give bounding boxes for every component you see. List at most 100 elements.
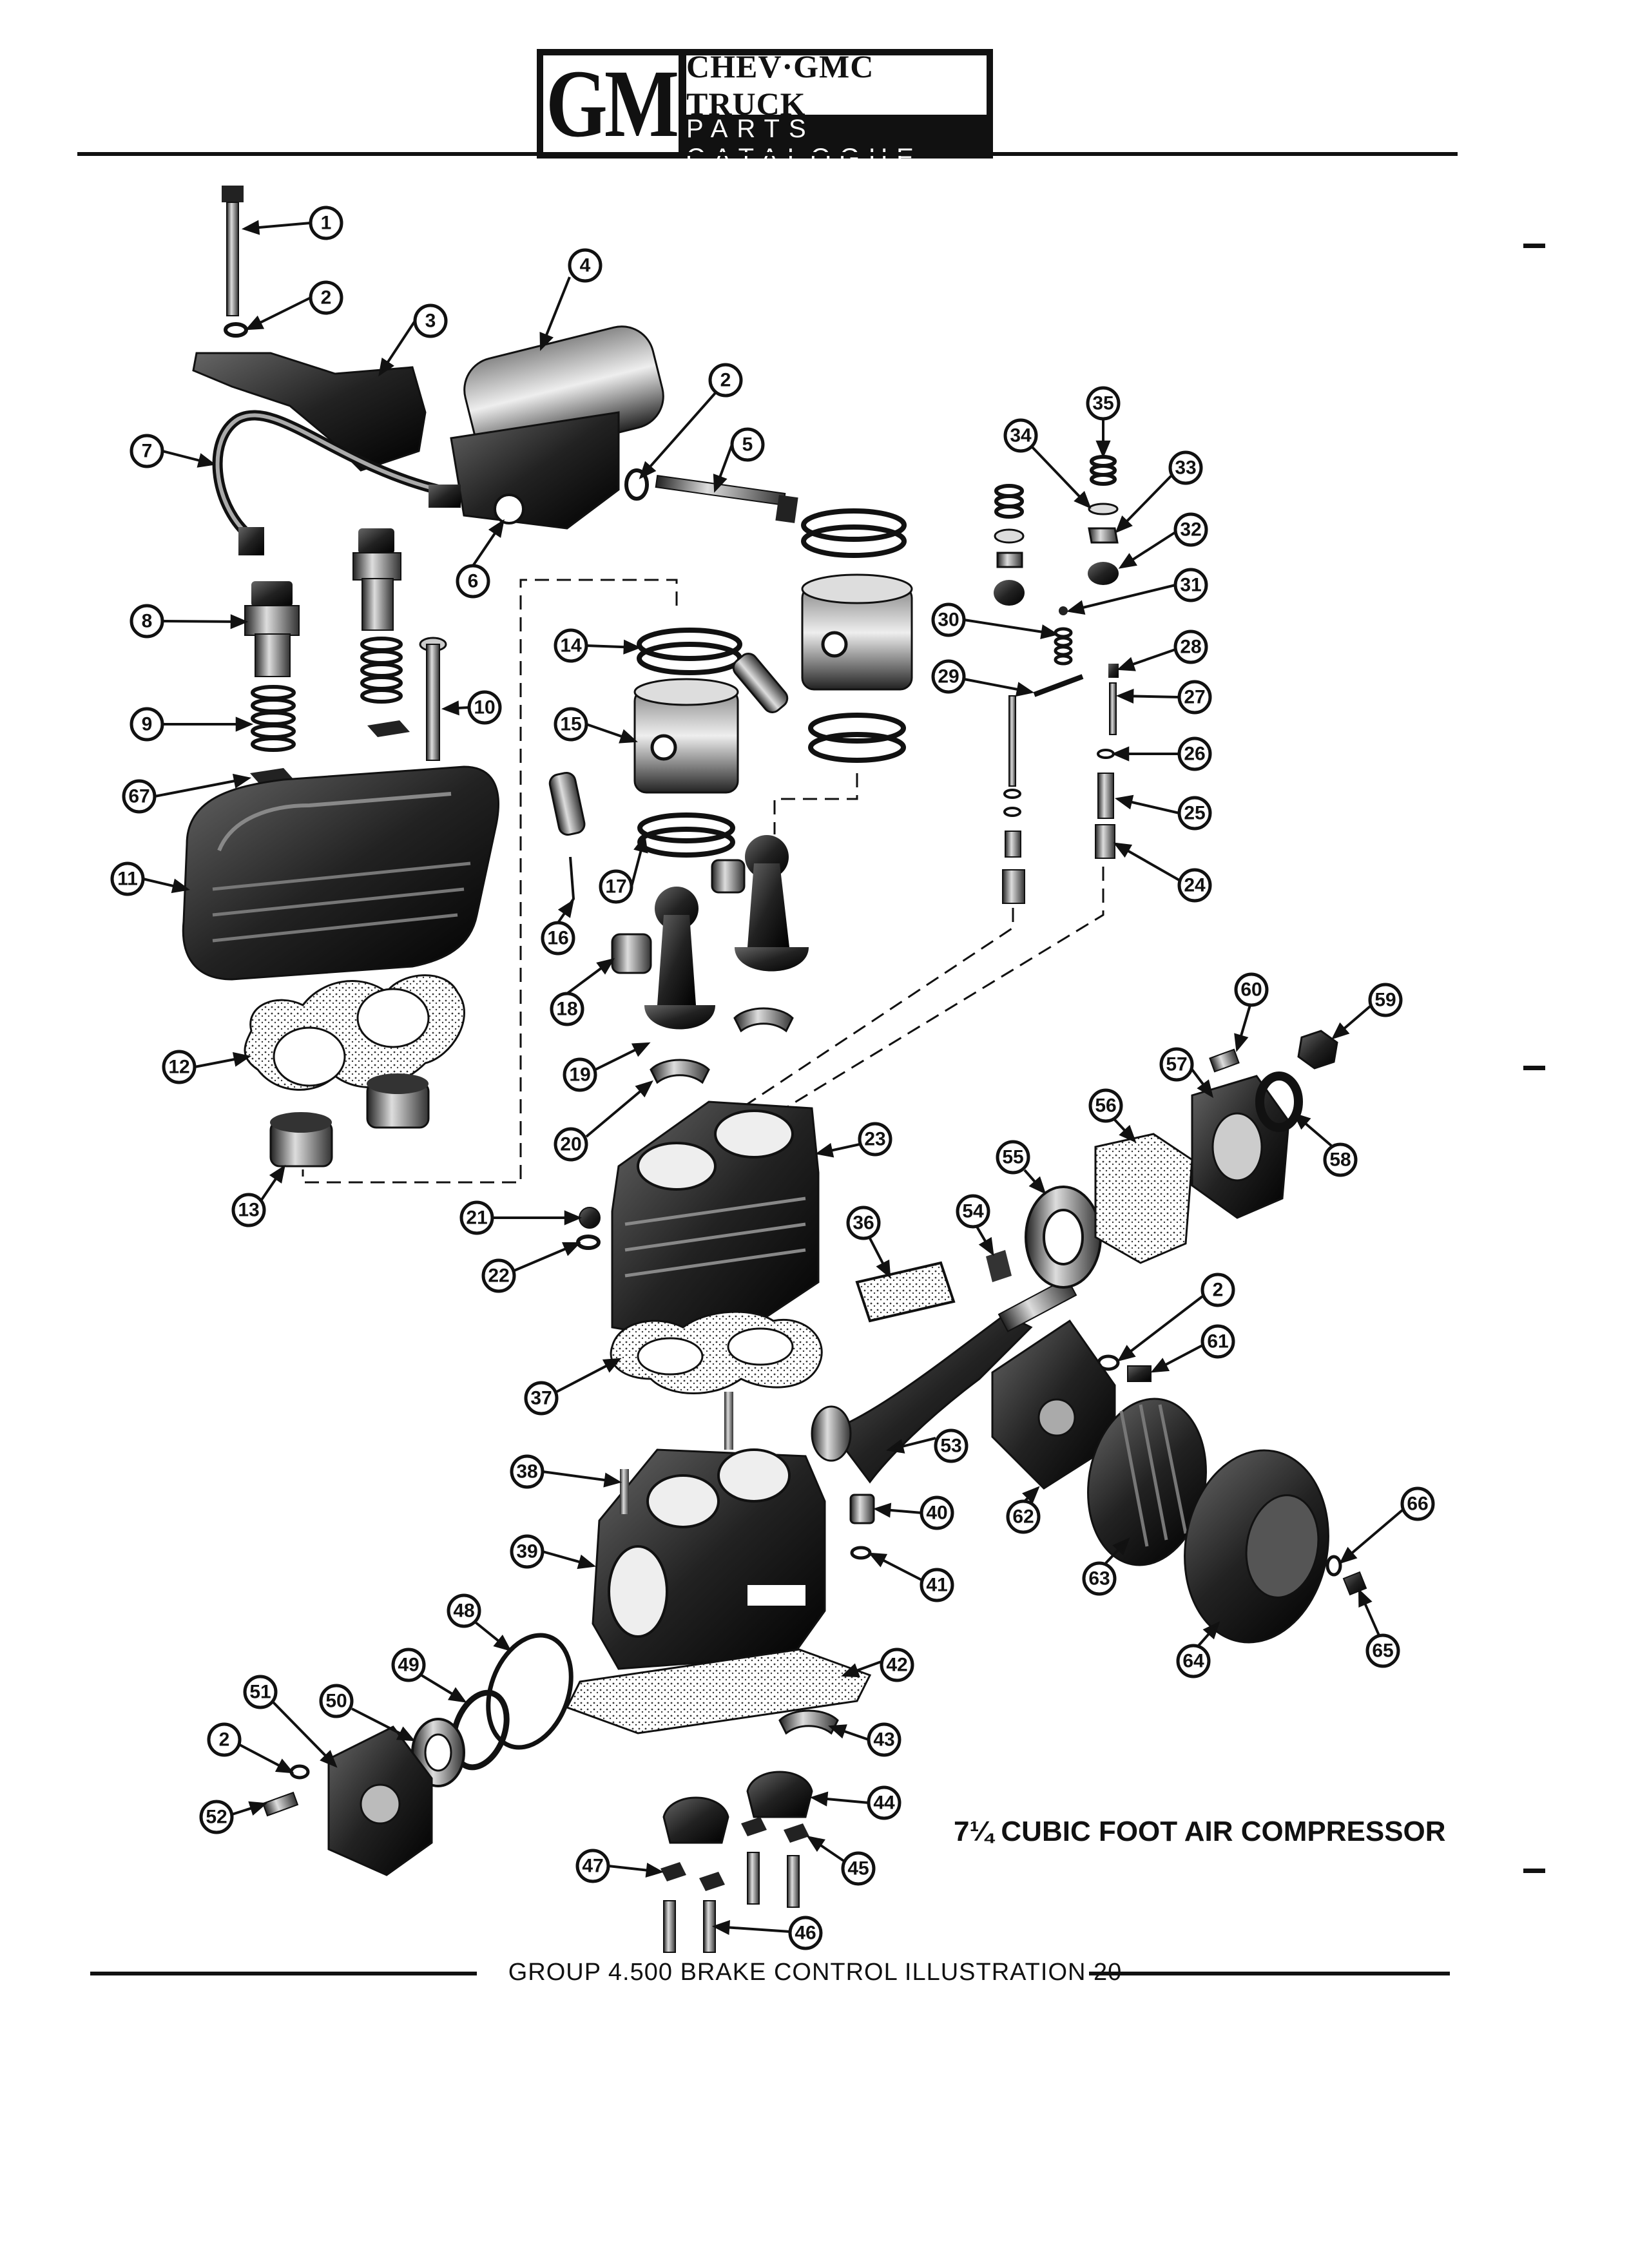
leader-lines — [142, 220, 1403, 1936]
svg-text:29: 29 — [938, 666, 959, 687]
callout-65: 65 — [1365, 1633, 1400, 1668]
svg-text:11: 11 — [117, 869, 138, 890]
callout-67: 67 — [122, 779, 157, 814]
part-valve-cap-b — [352, 528, 401, 631]
svg-text:60: 60 — [1240, 979, 1262, 1001]
part-governor-body-b — [1002, 869, 1025, 904]
leader-arrowhead — [1028, 1176, 1046, 1195]
header-badge: GM CHEV·GMC TRUCK PARTS CATALOGUE — [537, 48, 993, 172]
svg-text:67: 67 — [128, 786, 149, 807]
part-7-hose-fitting-a — [238, 527, 264, 555]
svg-text:4: 4 — [580, 255, 591, 276]
svg-text:10: 10 — [474, 697, 495, 718]
diagram-title: 7¼ CUBIC FOOT AIR COMPRESSOR — [954, 1816, 1446, 1847]
part-60-fitting — [1209, 1048, 1240, 1073]
leader-arrowhead — [828, 1724, 847, 1739]
part-54-key — [986, 1250, 1012, 1282]
callout-39: 39 — [510, 1534, 545, 1569]
leader-arrowhead — [557, 899, 574, 918]
footer-rule-right — [1089, 1972, 1450, 1975]
callout-36: 36 — [846, 1206, 881, 1240]
leader-arrowhead — [1293, 1112, 1311, 1130]
part-59-nut — [1297, 1030, 1338, 1070]
part-governor-retainer-a — [996, 552, 1023, 568]
callout-62: 62 — [1006, 1499, 1041, 1534]
svg-text:14: 14 — [560, 635, 582, 657]
svg-text:22: 22 — [488, 1265, 509, 1287]
svg-text:15: 15 — [560, 714, 581, 735]
callout-2: 2 — [1200, 1273, 1235, 1307]
leader-arrowhead — [1234, 1033, 1249, 1052]
callout-labels: 1 2 3 4 2 5 7 6 8 10 9 67 11 12 13 14 15… — [110, 206, 1435, 1950]
leader-arrowhead — [1115, 515, 1133, 533]
leader-arrowhead — [230, 614, 249, 629]
part-2-washer-b — [624, 468, 649, 501]
callout-20: 20 — [554, 1127, 588, 1162]
svg-text:5: 5 — [742, 434, 753, 456]
leader-arrowhead — [978, 1236, 994, 1256]
gm-logo: GM — [543, 55, 679, 152]
part-5-bolt — [655, 475, 798, 523]
callout-61: 61 — [1200, 1324, 1235, 1359]
svg-text:63: 63 — [1088, 1568, 1110, 1590]
leader-arrowhead — [1040, 624, 1059, 640]
leader-arrowhead — [1113, 842, 1133, 858]
svg-text:61: 61 — [1207, 1331, 1228, 1352]
margin-mark-2 — [1523, 1066, 1545, 1070]
part-25-valve — [1097, 773, 1114, 819]
callout-28: 28 — [1173, 629, 1208, 664]
svg-text:35: 35 — [1092, 393, 1113, 414]
part-1-bolt — [222, 186, 244, 316]
leader-arrowhead — [841, 1663, 860, 1678]
callout-5: 5 — [730, 427, 765, 462]
part-governor-spring-a — [994, 484, 1024, 519]
callout-6: 6 — [456, 564, 490, 599]
callout-35: 35 — [1086, 386, 1121, 421]
callout-66: 66 — [1400, 1486, 1435, 1521]
header-rule — [77, 152, 1458, 156]
callout-26: 26 — [1177, 736, 1212, 771]
svg-text:57: 57 — [1166, 1054, 1187, 1075]
leader-line — [154, 777, 249, 798]
callout-46: 46 — [788, 1916, 823, 1950]
leader-arrowhead — [1066, 600, 1086, 615]
callout-41: 41 — [920, 1568, 954, 1602]
part-9-spring — [251, 685, 296, 752]
svg-text:49: 49 — [398, 1655, 419, 1676]
svg-text:45: 45 — [847, 1858, 869, 1879]
part-piston-rings-lower-right — [808, 713, 906, 763]
part-2-washer-c — [289, 1764, 310, 1780]
callout-64: 64 — [1176, 1644, 1211, 1678]
leader-arrowhead — [232, 1052, 252, 1067]
svg-text:58: 58 — [1329, 1149, 1351, 1171]
leader-arrowhead — [639, 461, 657, 479]
part-32-cap — [1088, 562, 1119, 585]
svg-text:2: 2 — [1213, 1280, 1224, 1301]
callout-49: 49 — [391, 1648, 426, 1682]
svg-text:64: 64 — [1182, 1651, 1204, 1672]
leader-arrowhead — [539, 332, 554, 351]
svg-text:39: 39 — [516, 1541, 537, 1562]
svg-text:9: 9 — [142, 714, 153, 735]
part-33-retainer — [1088, 527, 1119, 544]
svg-text:17: 17 — [605, 876, 626, 898]
callout-4: 4 — [568, 248, 602, 283]
part-19-connecting-rod — [644, 887, 715, 1030]
callout-14: 14 — [554, 628, 588, 663]
leader-arrowhead — [396, 1726, 416, 1742]
leader-arrowhead — [868, 1552, 888, 1568]
leader-line — [1119, 1295, 1204, 1361]
svg-text:25: 25 — [1184, 803, 1205, 824]
callout-2: 2 — [309, 280, 343, 315]
part-57-bearing-cover — [1191, 1075, 1290, 1219]
callout-51: 51 — [243, 1675, 278, 1709]
callout-58: 58 — [1323, 1142, 1358, 1177]
leader-arrowhead — [197, 453, 216, 468]
leader-arrowhead — [619, 729, 638, 744]
svg-text:47: 47 — [582, 1856, 603, 1877]
part-governor-cap-a — [994, 580, 1025, 606]
part-piston-pin-right — [732, 653, 789, 713]
part-58-oil-seal — [1255, 1072, 1303, 1132]
svg-text:46: 46 — [795, 1923, 816, 1944]
callout-55: 55 — [996, 1140, 1030, 1175]
